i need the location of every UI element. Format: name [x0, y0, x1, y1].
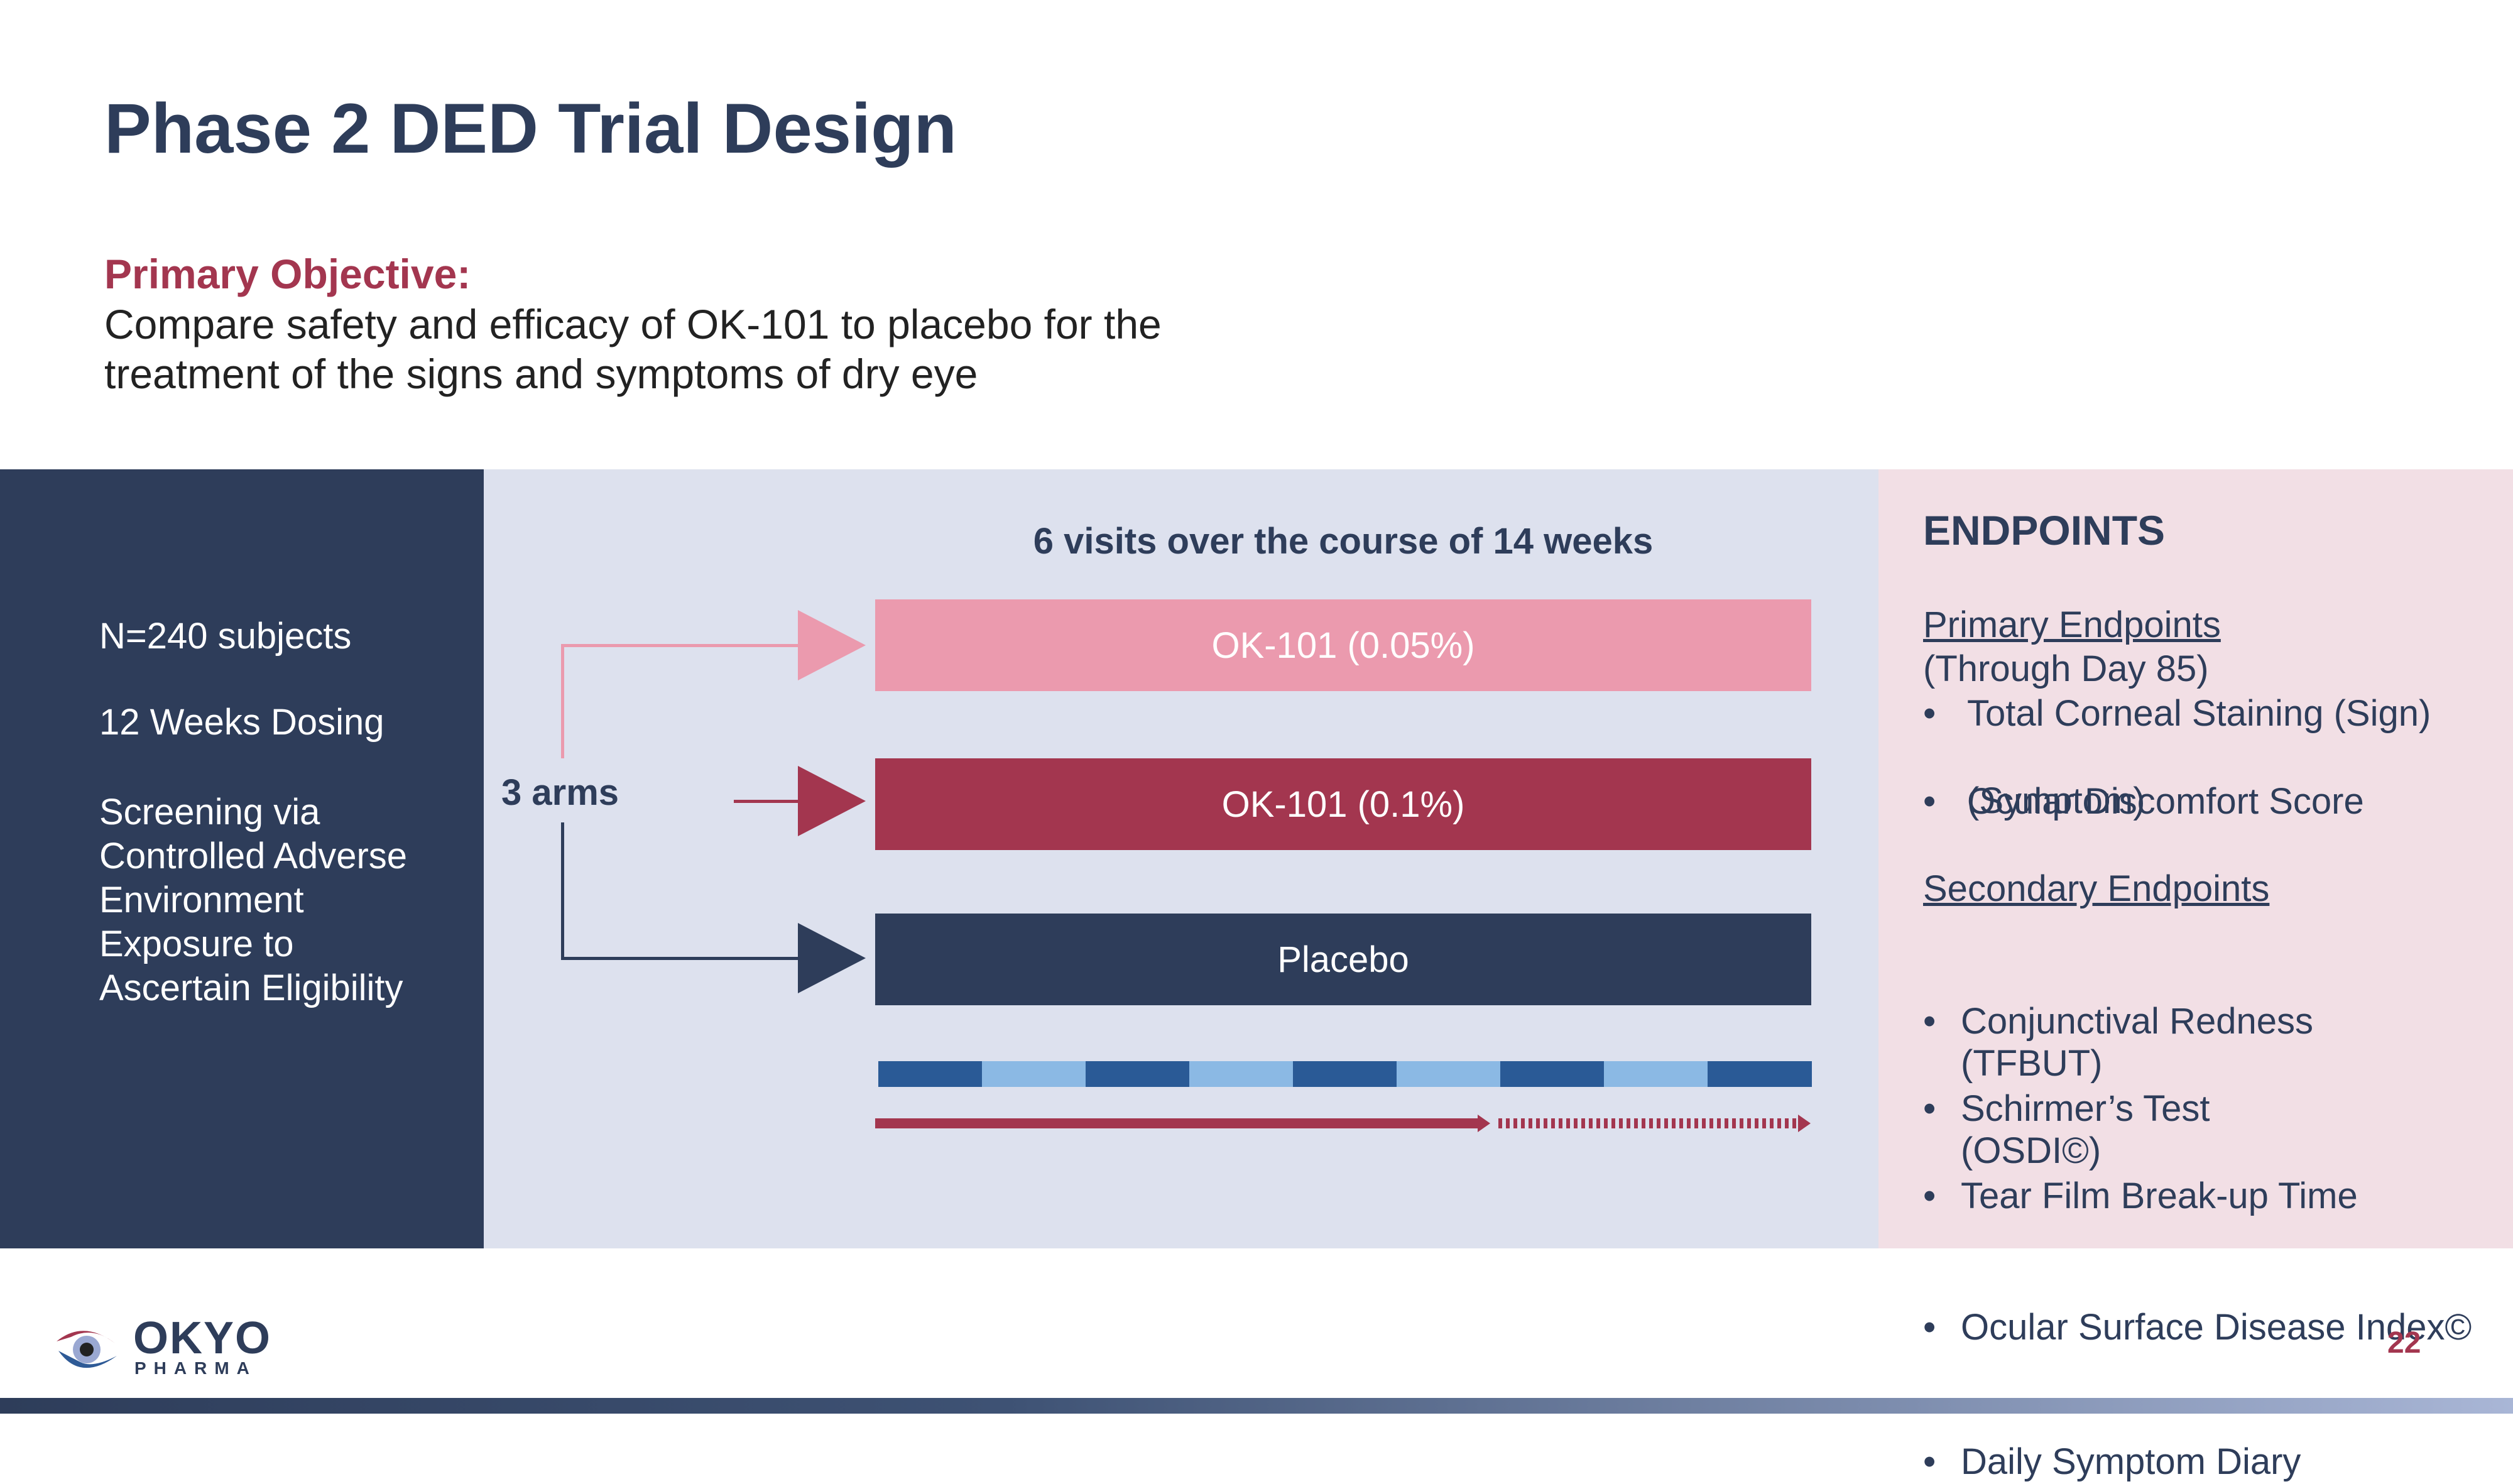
follow-up-arrowhead-icon	[1798, 1115, 1811, 1132]
objective-line-1: Compare safety and efficacy of OK-101 to…	[104, 301, 1162, 347]
middle-arm-line	[734, 800, 800, 803]
timeline-segment	[1293, 1061, 1397, 1087]
arrow-arm-2-icon	[798, 766, 866, 836]
bracket-line-bottom	[561, 822, 564, 959]
timeline-segment	[1708, 1061, 1812, 1087]
arrow-arm-1-icon	[798, 610, 866, 680]
primary-endpoints-title: Primary Endpoints	[1923, 604, 2221, 645]
visits-header: 6 visits over the course of 14 weeks	[1033, 521, 1654, 562]
subjects-count: N=240 subjects	[99, 616, 352, 657]
timeline-segment	[878, 1061, 983, 1087]
timeline-segment	[982, 1061, 1086, 1087]
eye-logo-icon	[57, 1331, 117, 1368]
follow-up-arrow-dotted	[1498, 1118, 1803, 1128]
primary-endpoint-item: Ocular Discomfort Score	[1923, 780, 2513, 824]
dosing-arrow-solid	[875, 1118, 1481, 1128]
footer-bar	[0, 1398, 2513, 1414]
arm-ok101-01: OK-101 (0.1%)	[875, 758, 1811, 850]
bracket-line-top	[561, 644, 564, 758]
logo-text: OKYO	[133, 1313, 272, 1363]
primary-endpoints-sub: (Through Day 85)	[1923, 648, 2209, 689]
timeline-segment	[1397, 1061, 1501, 1087]
endpoints-heading: ENDPOINTS	[1923, 507, 2166, 554]
dosing-duration: 12 Weeks Dosing	[99, 702, 384, 743]
secondary-endpoint-item: Tear Film Break-up Time	[1923, 1174, 2513, 1218]
primary-endpoint-cont: (Symptom)	[1967, 780, 2145, 821]
timeline-segment	[1086, 1061, 1190, 1087]
secondary-endpoint-cont: (TFBUT)	[1961, 1043, 2103, 1084]
arm-ok101-005: OK-101 (0.05%)	[875, 599, 1811, 691]
secondary-endpoint-item: Ocular Surface Disease Index©	[1923, 1306, 2513, 1350]
objective-line-2: treatment of the signs and symptoms of d…	[104, 351, 978, 397]
secondary-endpoint-item: Schirmer’s Test	[1923, 1087, 2513, 1131]
arrow-arm-3-icon	[798, 923, 866, 993]
bracket-line-bottom-horizontal	[561, 957, 800, 960]
objective-label: Primary Objective:	[104, 251, 471, 297]
design-panel	[484, 469, 1878, 1248]
study-info-panel	[0, 469, 484, 1248]
secondary-endpoint-cont: (OSDI©)	[1961, 1130, 2101, 1171]
secondary-endpoint-item: Daily Symptom Diary	[1923, 1440, 2513, 1484]
arm-placebo: Placebo	[875, 914, 1811, 1005]
timeline-segment	[1189, 1061, 1294, 1087]
primary-endpoint-item: Total Corneal Staining (Sign)	[1923, 692, 2513, 736]
screening-line: Screening via	[99, 792, 320, 832]
page-title: Phase 2 DED Trial Design	[104, 89, 957, 168]
timeline-segment	[1604, 1061, 1708, 1087]
bracket-line-top-horizontal	[561, 644, 800, 647]
secondary-endpoints-title: Secondary Endpoints	[1923, 868, 2270, 909]
screening-line: Environment	[99, 880, 304, 920]
logo-subtext: PHARMA	[134, 1358, 257, 1378]
dosing-arrowhead-icon	[1478, 1115, 1490, 1132]
secondary-endpoint-item: Conjunctival Redness	[1923, 1000, 2513, 1044]
screening-line: Exposure to	[99, 924, 294, 964]
timeline-segment	[1500, 1061, 1605, 1087]
okyo-logo: OKYO PHARMA	[55, 1313, 281, 1379]
arms-label: 3 arms	[501, 772, 619, 813]
screening-line: Controlled Adverse	[99, 836, 408, 876]
screening-line: Ascertain Eligibility	[99, 968, 403, 1008]
page-number: 22	[2387, 1326, 2421, 1360]
